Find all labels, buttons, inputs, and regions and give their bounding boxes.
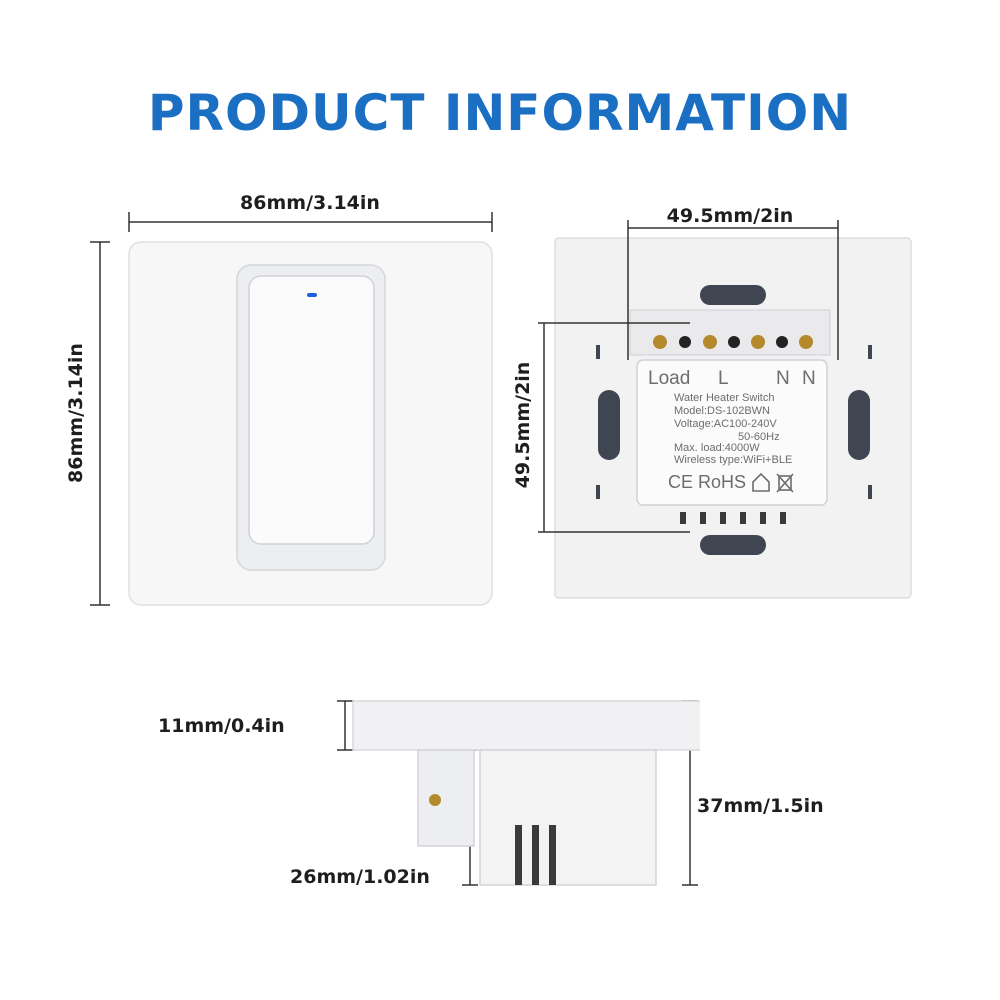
front-view (90, 212, 493, 606)
back-view (538, 220, 912, 599)
front-height-label: 86mm/3.14in (65, 343, 87, 483)
back-width-label: 49.5mm/2in (666, 205, 794, 227)
disposal-icon (752, 472, 794, 493)
panel-depth-label: 11mm/0.4in (158, 715, 285, 737)
spec-line-4: 50-60Hz (738, 431, 780, 443)
spec-line-2: Model:DS-102BWN (674, 405, 770, 417)
back-height-label: 49.5mm/2in (512, 361, 534, 489)
page-title: PRODUCT INFORMATION (147, 84, 853, 142)
module-body (636, 359, 828, 506)
total-depth-label: 37mm/1.5in (697, 795, 824, 817)
front-width-label: 86mm/3.14in (240, 192, 380, 214)
box-depth-label: 26mm/1.02in (290, 866, 430, 888)
side-view (337, 700, 700, 886)
terminal-label-load: Load (648, 368, 691, 389)
terminal-label-n2: N (802, 368, 816, 389)
spec-line-1: Water Heater Switch (674, 392, 775, 404)
spec-line-5: Max. load:4000W (674, 442, 760, 454)
terminal-label-n1: N (776, 368, 790, 389)
side-box (479, 749, 657, 886)
certification-marks: CE RoHS (668, 472, 747, 492)
push-button (248, 275, 375, 545)
indicator-led (307, 293, 317, 297)
spec-line-3: Voltage:AC100-240V (674, 418, 777, 430)
side-panel (352, 700, 700, 751)
terminal-label-l: L (718, 368, 729, 389)
spec-line-6: Wireless type:WiFi+BLE (674, 454, 793, 466)
